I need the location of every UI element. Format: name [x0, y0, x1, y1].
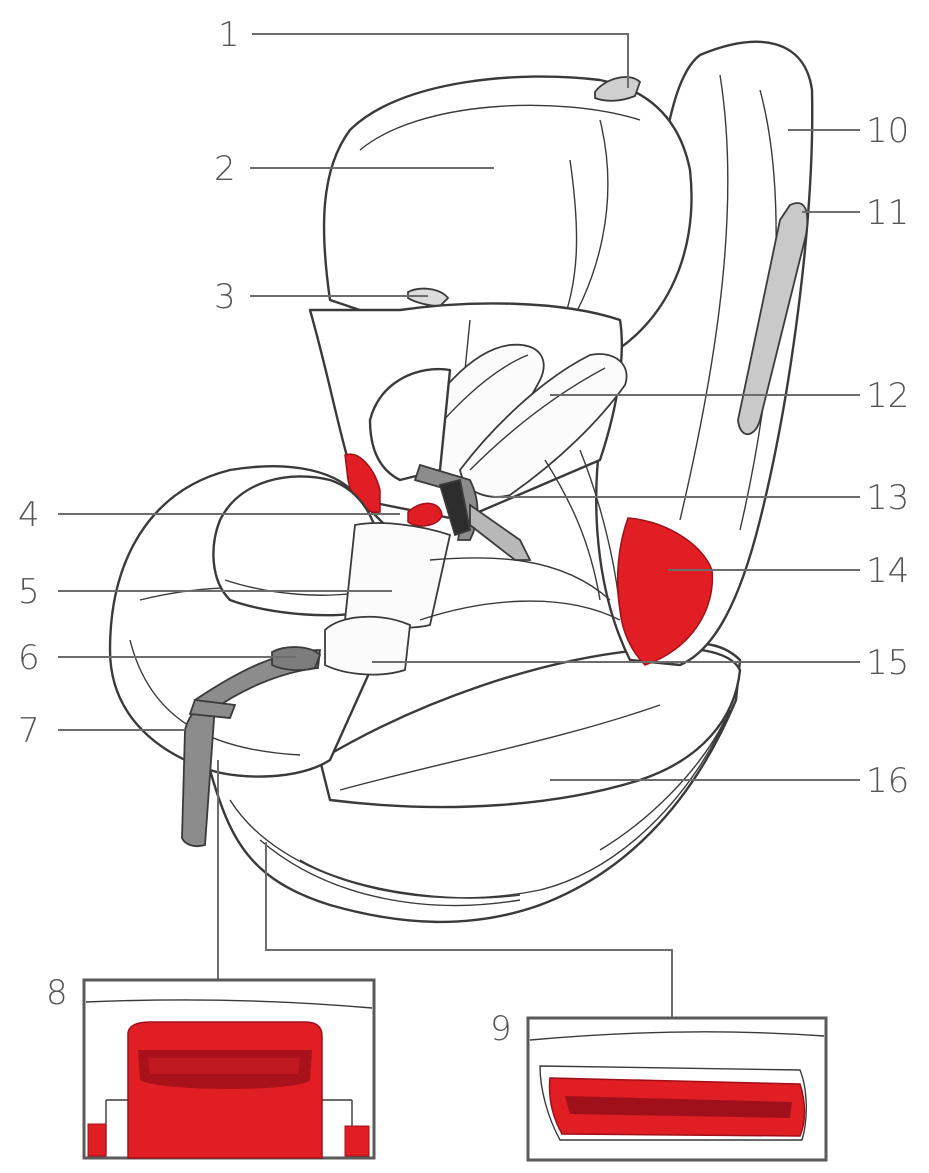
isofix-connector-red [127, 1021, 323, 1159]
callout-2: 2 [214, 149, 236, 189]
callout-4: 4 [18, 495, 40, 535]
side-handle [737, 202, 809, 436]
callout-11: 11 [866, 193, 909, 233]
callout-16: 16 [866, 761, 909, 801]
callout-6: 6 [18, 638, 40, 678]
belt-guide-clip [616, 517, 714, 666]
callout-14: 14 [866, 551, 909, 591]
callout-3: 3 [214, 277, 236, 317]
callout-8: 8 [46, 973, 68, 1013]
callout-12: 12 [866, 376, 909, 416]
buckle-cover [344, 522, 452, 629]
callout-1: 1 [218, 15, 240, 55]
detail-box-9 [526, 1016, 828, 1162]
crotch-buckle [324, 615, 411, 676]
callout-10: 10 [866, 111, 909, 151]
callout-lines [58, 33, 860, 1018]
callout-numbers: 1 2 3 4 5 6 7 8 9 10 11 12 13 14 15 16 [18, 15, 909, 1049]
callout-15: 15 [866, 643, 909, 683]
callout-5: 5 [18, 572, 40, 612]
callout-9: 9 [490, 1009, 512, 1049]
callout-13: 13 [866, 478, 909, 518]
car-seat-illustration [108, 40, 814, 924]
belt-tongue-strap [181, 702, 216, 848]
detail-box-8 [82, 978, 376, 1160]
callout-7: 7 [18, 711, 40, 751]
